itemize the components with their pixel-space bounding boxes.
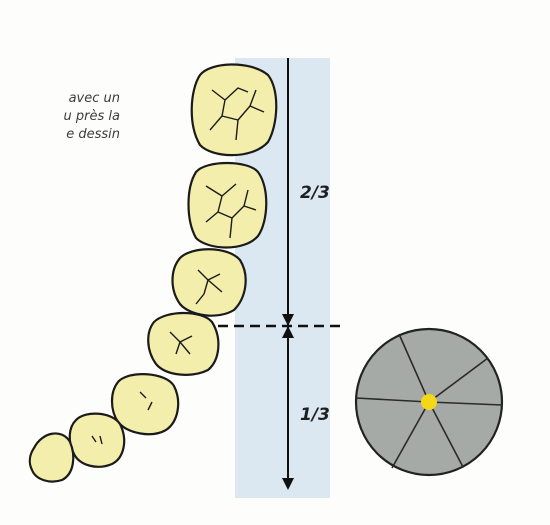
caption-text: avec un u près la e dessin [0, 90, 120, 144]
tooth-premolar-1 [171, 248, 247, 317]
teeth-row [28, 63, 278, 483]
ratio-label-upper: 2/3 [300, 183, 330, 203]
disc-center-dot [421, 394, 437, 410]
shade-disc [354, 327, 504, 477]
caption-line-2: u près la [63, 109, 120, 124]
disc-segments [355, 333, 503, 469]
axis-bottom-arrowhead [282, 478, 294, 490]
tooth-incisor-central [28, 432, 75, 483]
tooth-canine [110, 373, 180, 436]
divider-arrow-up [282, 326, 294, 338]
tooth-premolar-2 [147, 312, 220, 376]
caption-line-1: avec un [68, 91, 120, 106]
tooth-incisor-lateral [68, 412, 126, 468]
tooth-molar-1 [190, 63, 278, 157]
tooth-molar-2 [187, 162, 268, 249]
caption-line-3: e dessin [66, 127, 120, 142]
ratio-label-lower: 1/3 [300, 405, 330, 425]
divider-arrow-down [282, 314, 294, 326]
